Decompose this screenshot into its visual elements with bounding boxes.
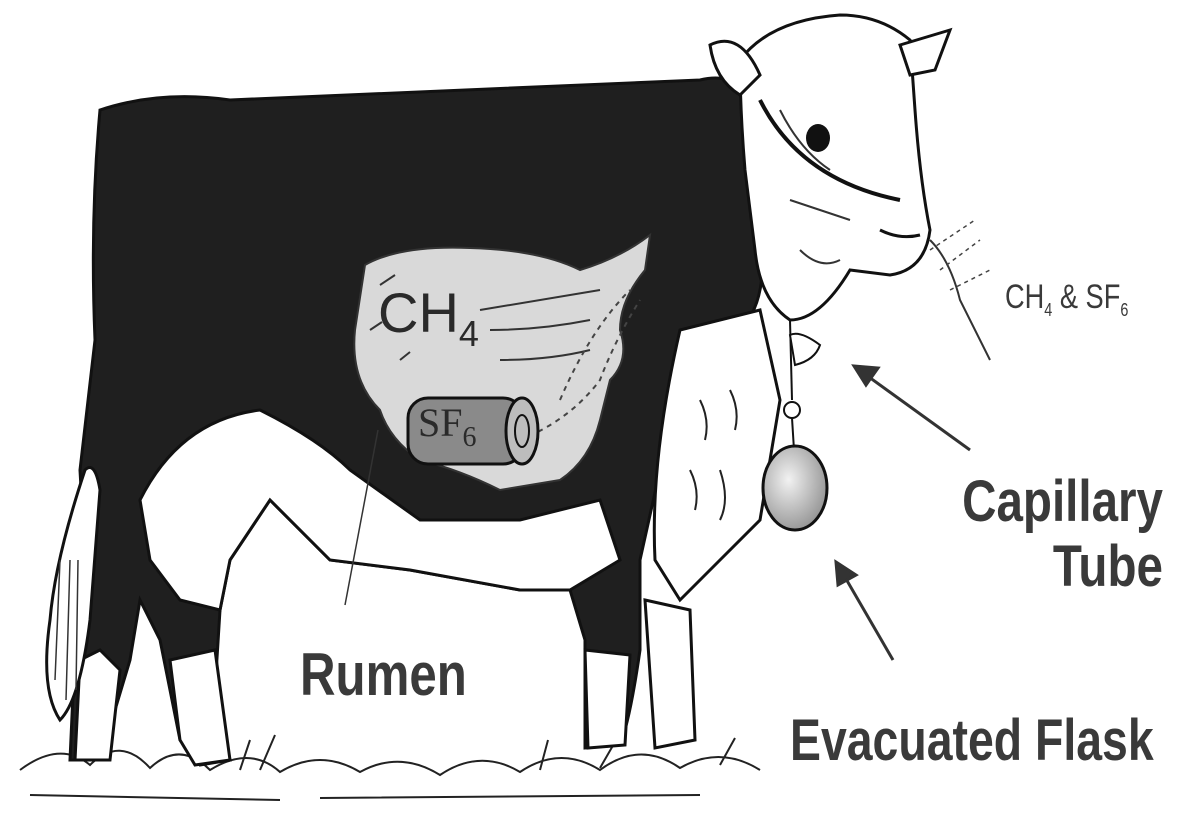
gas-sample-label: CH4 & SF6 — [1005, 280, 1128, 319]
capillary-label-line2: Tube — [962, 535, 1163, 600]
evacuated-flask-label: Evacuated Flask — [790, 712, 1154, 770]
grass — [20, 735, 760, 800]
capillary-label-line1: Capillary — [962, 470, 1163, 535]
rumen-label: Rumen — [300, 645, 467, 705]
capillary-arrow — [862, 372, 970, 450]
flask-arrow — [842, 572, 893, 660]
capillary-tube-label: Capillary Tube — [962, 470, 1163, 600]
sf6-label: SF6 — [418, 403, 477, 452]
ch4-label: CH4 — [378, 285, 479, 352]
